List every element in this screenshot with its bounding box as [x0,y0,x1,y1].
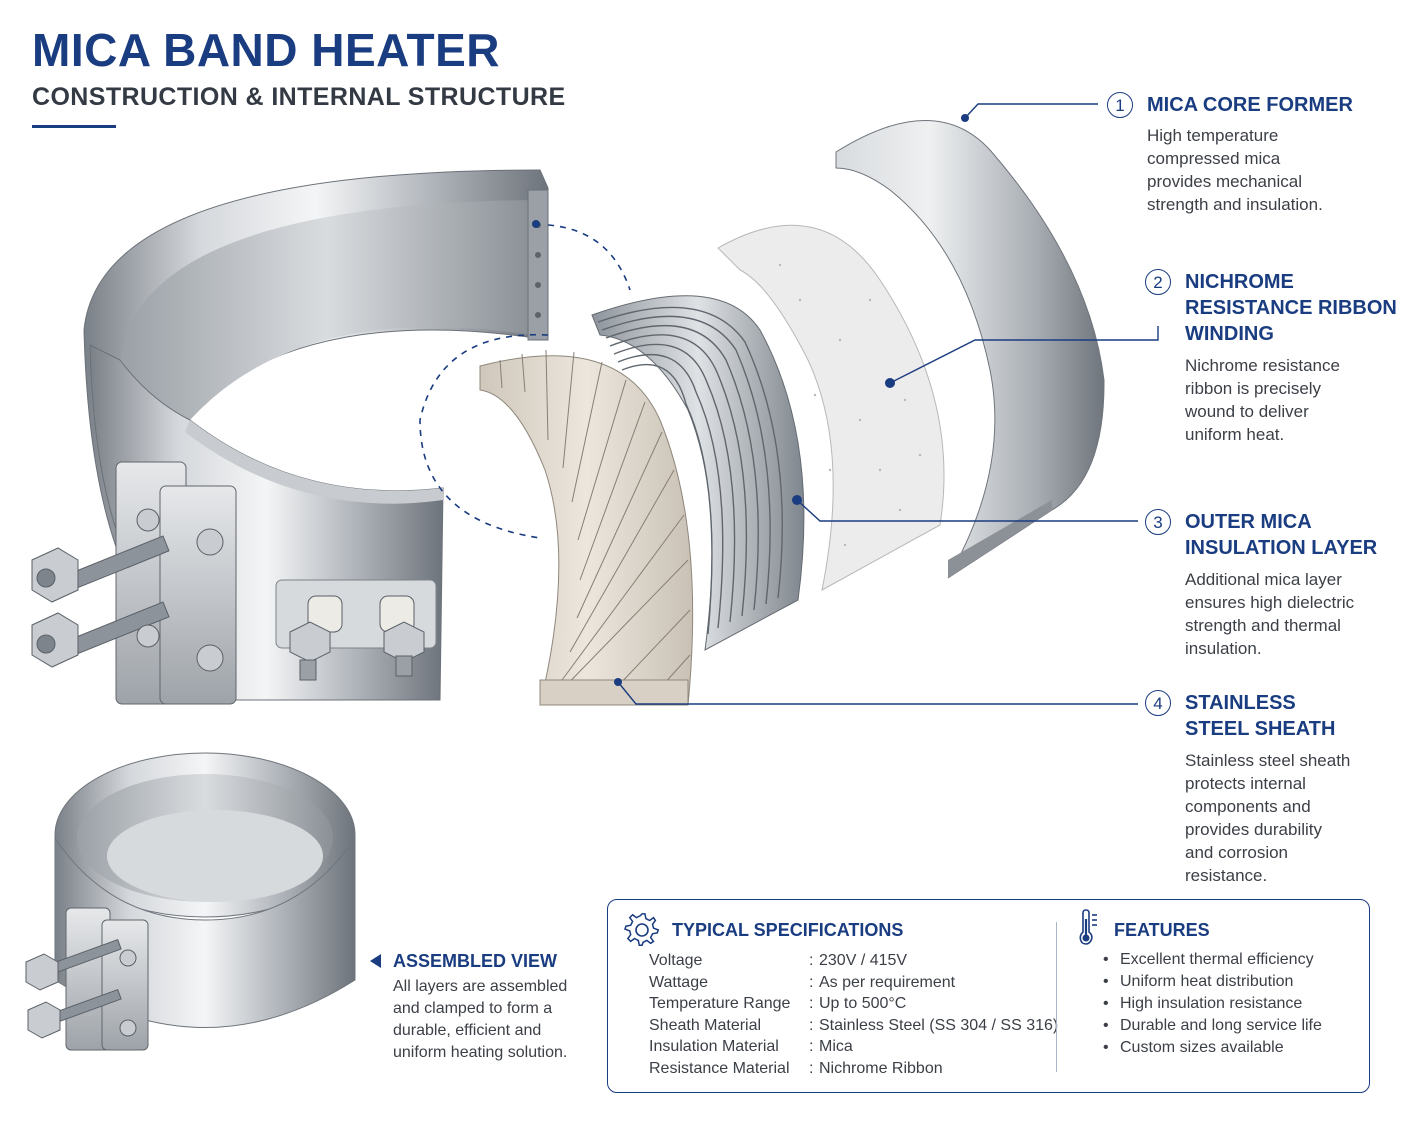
specifications-table: Voltage:230V / 415V Wattage:As per requi… [649,950,1058,1079]
spec-separator: : [809,952,814,969]
spec-separator: : [809,1038,814,1055]
left-triangle-icon [370,954,381,968]
feature-text: Durable and long service life [1120,1017,1322,1034]
spec-value: Mica [819,1038,853,1055]
spec-value: As per requirement [819,973,956,991]
leader-dot-4 [614,678,622,686]
feature-text: Uniform heat distribution [1120,973,1294,990]
gear-icon [624,913,660,946]
leader-dot-cut [532,220,540,228]
spec-label: Temperature Range [649,995,791,1012]
list-item: •Custom sizes available [1103,1039,1284,1056]
features-heading: FEATURES [1114,920,1210,940]
page-subtitle: CONSTRUCTION & INTERNAL STRUCTURE [32,83,566,111]
ceramic-former-segment [479,349,694,706]
title-underline [32,125,116,128]
spec-value: Nichrome Ribbon [819,1059,943,1077]
outer-mica-layer [717,224,945,591]
features-list: •Excellent thermal efficiency •Uniform h… [1103,949,1322,1059]
spec-value: Stainless Steel (SS 304 / SS 316) [819,1016,1059,1034]
table-row: Wattage: As per requirement [649,972,1058,994]
callout-number: 2 [1145,269,1171,295]
list-item: •Excellent thermal efficiency [1103,951,1314,968]
spec-label: Insulation Material [649,1038,779,1055]
spec-separator: : [809,973,814,991]
leader-dot-2 [885,378,895,388]
feature-text: Excellent thermal efficiency [1120,951,1314,968]
callout-heading: NICHROME RESISTANCE RIBBON WINDING [1185,271,1397,345]
spec-label: Resistance Material [649,1059,790,1077]
table-row: Sheath Material: Stainless Steel (SS 304 … [649,1015,1058,1037]
callout-description: High temperature compressed mica provide… [1147,126,1323,214]
list-item: •High insulation resistance [1103,995,1303,1012]
table-row: Voltage:230V / 415V [649,950,1058,972]
callout-description: Additional mica layer ensures high diele… [1185,570,1355,658]
leader-lines [617,103,1159,705]
list-item: •Durable and long service life [1103,1017,1322,1034]
callout-number: 4 [1145,690,1171,716]
panel-divider [1056,922,1057,1072]
feature-text: High insulation resistance [1120,995,1303,1012]
detail-circles [419,224,631,539]
callout-description: Nichrome resistance ribbon is precisely … [1185,356,1340,444]
nichrome-winding [591,295,805,651]
assembled-heater [25,752,356,1051]
assembled-heading: ASSEMBLED VIEW [393,951,558,971]
spec-label: Voltage [649,952,703,969]
spec-separator: : [809,1059,814,1077]
table-row: Temperature Range: Up to 500°C [649,993,1058,1015]
list-item: •Uniform heat distribution [1103,973,1294,990]
page-title: MICA BAND HEATER [32,24,500,76]
leader-dot-1 [961,114,969,122]
callout-number: 1 [1107,92,1133,118]
callout-heading: OUTER MICA INSULATION LAYER [1185,511,1378,559]
leader-dot-3 [792,495,802,505]
steel-sheath [835,120,1105,579]
thermometer-icon [1079,909,1097,945]
table-row: Resistance Material: Nichrome Ribbon [649,1058,1058,1080]
callout-heading: STAINLESS STEEL SHEATH [1185,692,1336,740]
main-heater [31,169,549,705]
spec-label: Sheath Material [649,1016,762,1034]
callout-heading: MICA CORE FORMER [1147,94,1353,116]
table-row: Insulation Material: Mica [649,1036,1058,1058]
spec-value: 230V / 415V [819,952,908,969]
spec-separator: : [809,995,814,1012]
assembled-description: All layers are assembled and clamped to … [393,978,568,1061]
spec-separator: : [809,1016,814,1034]
spec-value: Up to 500°C [819,995,907,1012]
specifications-panel: TYPICAL SPECIFICATIONS Voltage:230V / 41… [607,899,1370,1093]
spec-label: Wattage [649,973,708,991]
feature-text: Custom sizes available [1120,1039,1284,1056]
callout-description: Stainless steel sheath protects internal… [1185,751,1351,885]
callout-number: 3 [1145,509,1171,535]
specifications-heading: TYPICAL SPECIFICATIONS [672,920,904,940]
